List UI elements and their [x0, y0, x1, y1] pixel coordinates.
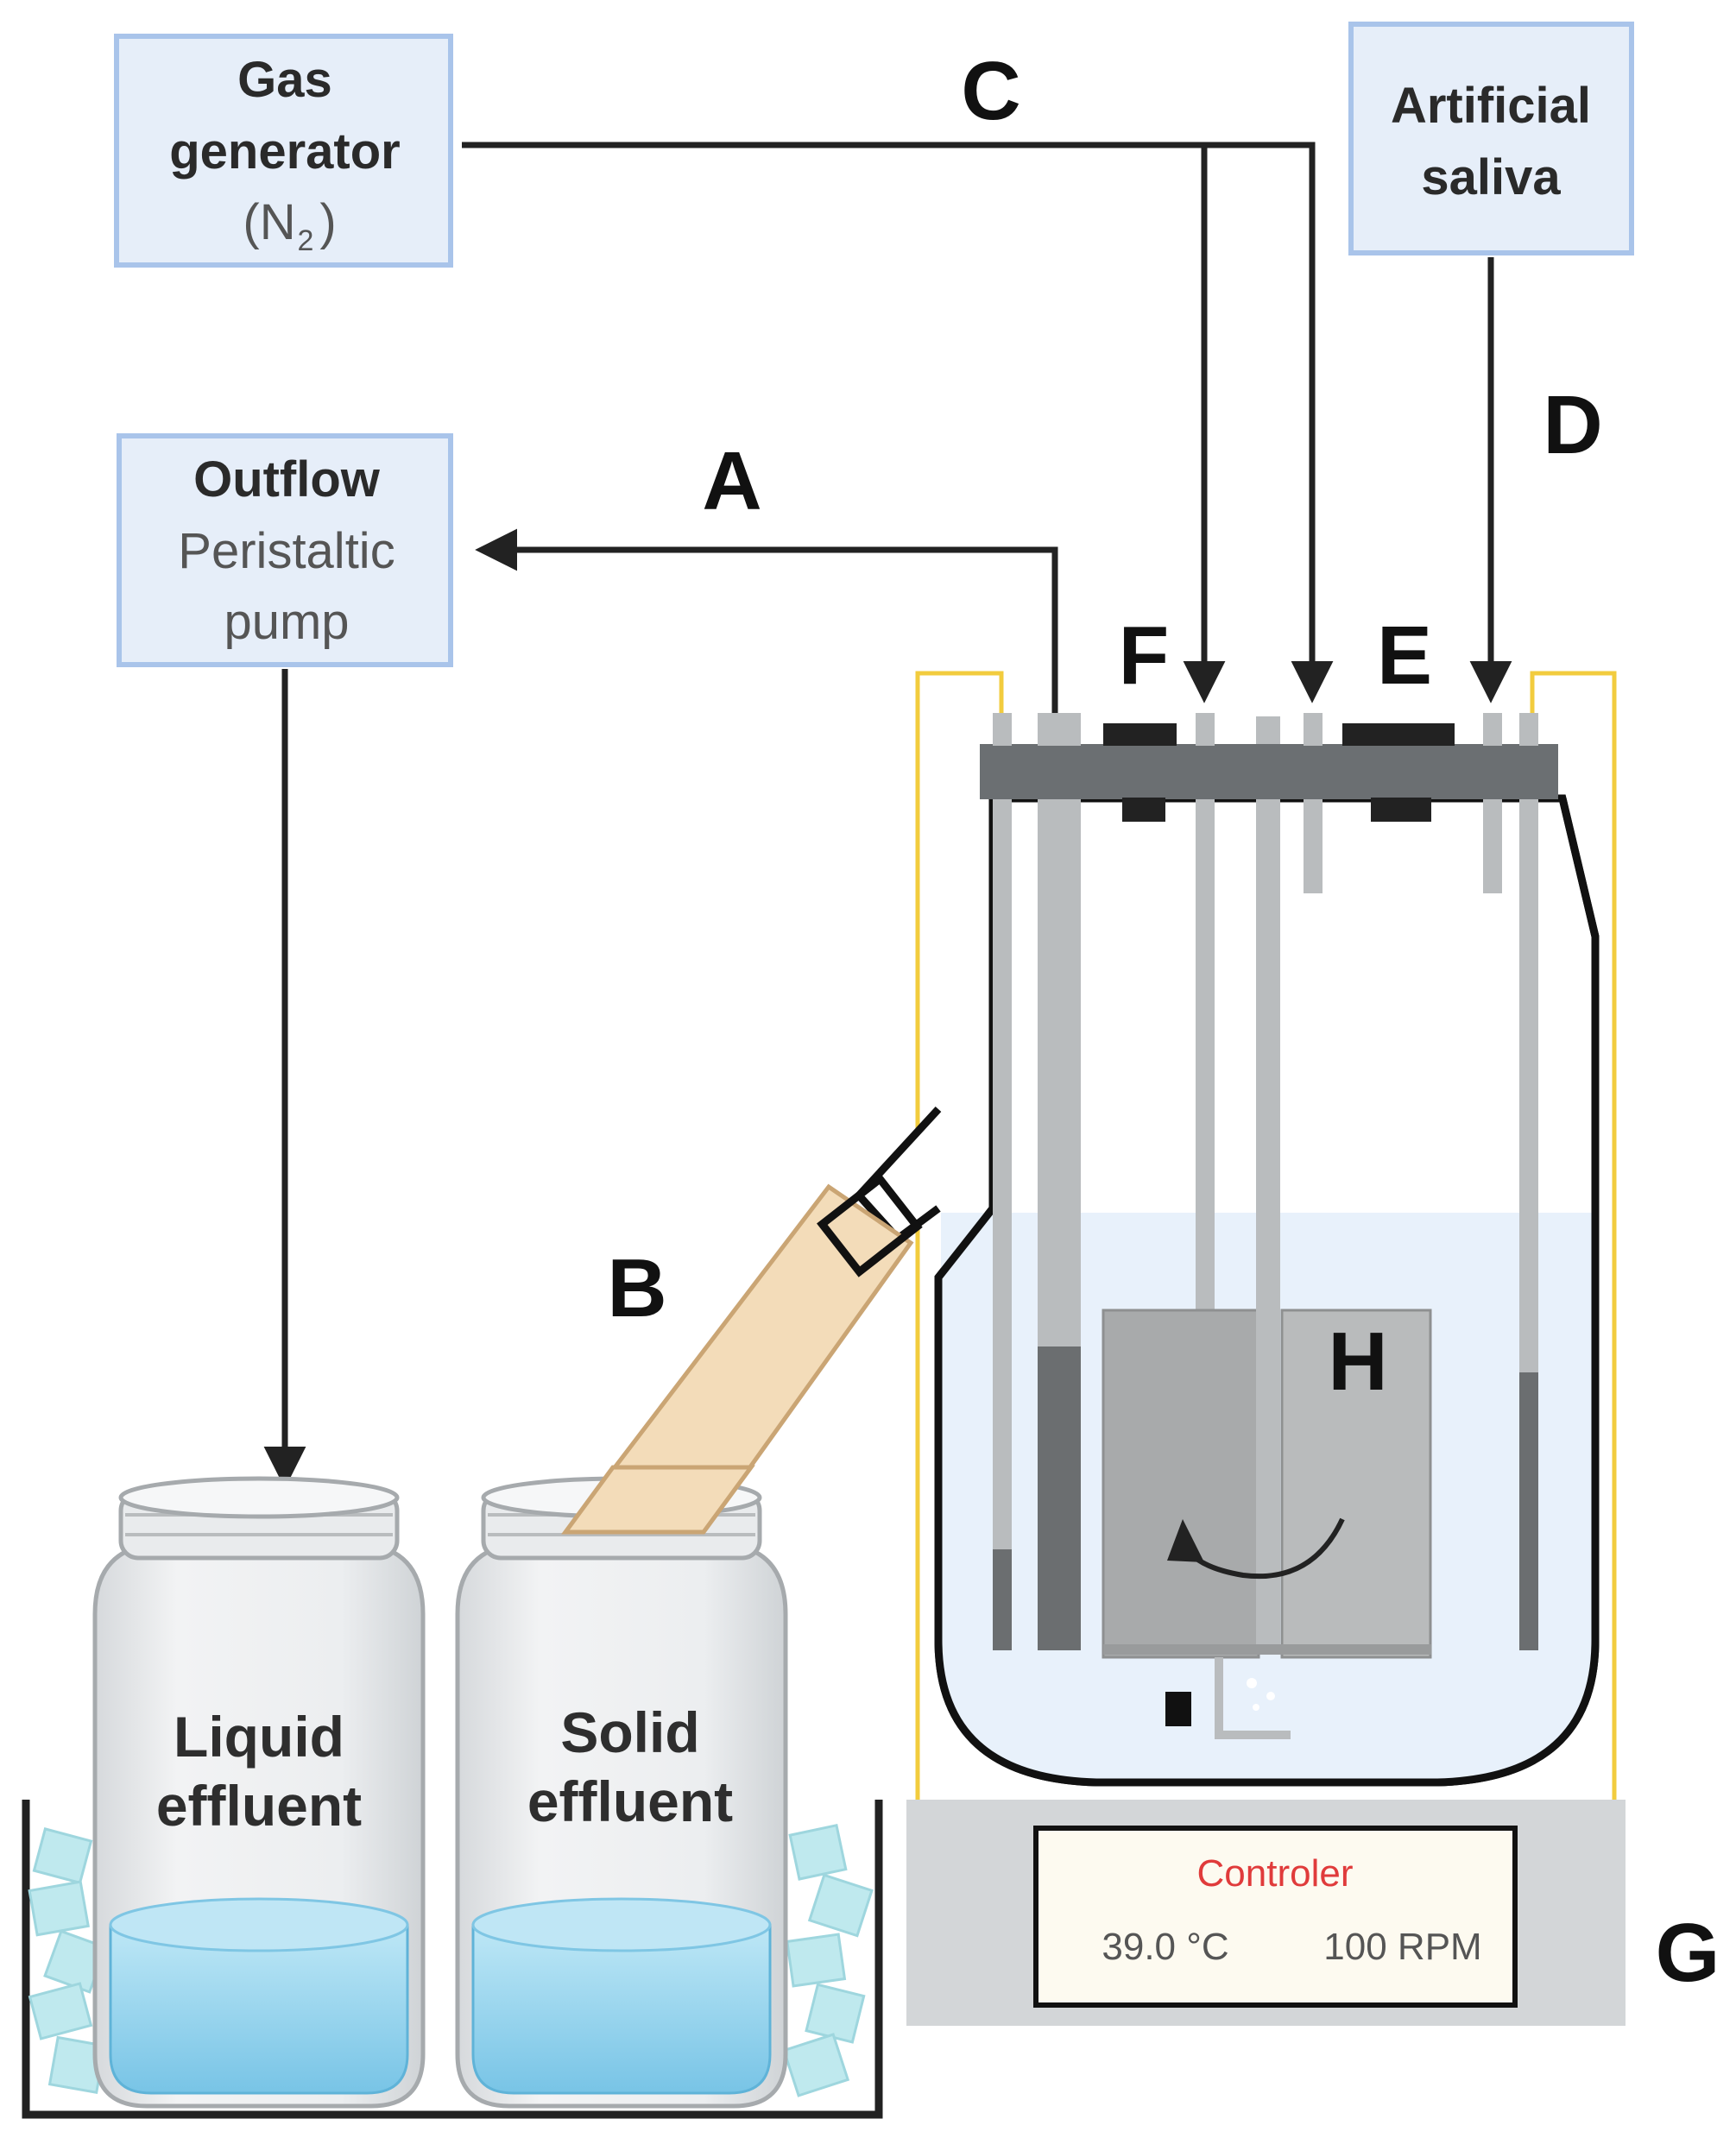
liquid-effluent-jar: Liquid effluent	[92, 1476, 426, 2109]
outflow-pump-box: Outflow Peristaltic pump	[117, 433, 453, 667]
label-e: E	[1377, 609, 1432, 702]
label-d: D	[1543, 379, 1602, 471]
heater-frame	[915, 671, 1617, 1800]
reactor-rods	[993, 716, 1538, 1650]
stirrer-paddle	[1102, 1303, 1432, 1659]
gas-generator-line1: Gas	[237, 52, 332, 108]
gas-generator-box: Gas generator (N 2 )	[114, 34, 453, 268]
label-f: F	[1119, 609, 1170, 702]
gas-generator-subscript: 2	[298, 224, 314, 257]
ice-bath	[22, 1800, 883, 2119]
artificial-saliva-box: Artificial saliva	[1348, 22, 1634, 255]
controller-speed: 100 RPM	[1323, 1926, 1481, 1968]
port-f-cap	[1103, 723, 1177, 746]
gas-generator-formula-end: )	[319, 194, 336, 250]
label-g: G	[1656, 1907, 1720, 1999]
outflow-pump-line2: Peristaltic	[178, 523, 395, 579]
liquid-effluent-line2: effluent	[156, 1774, 362, 1838]
label-c: C	[961, 45, 1020, 137]
solid-effluent-jar: Solid effluent	[455, 1476, 788, 2109]
label-a: A	[702, 435, 761, 527]
solid-effluent-line2: effluent	[527, 1769, 733, 1833]
gas-generator-line2: generator	[169, 123, 401, 180]
gas-sparger	[1165, 1657, 1291, 1739]
controller-base: Controler 39.0 °C 100 RPM	[906, 1800, 1626, 2026]
artificial-saliva-line1: Artificial	[1391, 78, 1591, 134]
outflow-line-a	[475, 528, 1058, 713]
chute-outlet	[561, 1465, 755, 1535]
outflow-pump-line1: Outflow	[193, 451, 381, 508]
port-e-cap	[1342, 723, 1455, 746]
artificial-saliva-line2: saliva	[1421, 149, 1561, 205]
liquid-effluent-line1: Liquid	[174, 1705, 344, 1769]
gas-generator-formula: (N	[243, 194, 295, 250]
vessel-lid	[980, 713, 1558, 822]
controller-temperature: 39.0 °C	[1102, 1926, 1228, 1968]
outflow-pump-line3: pump	[224, 594, 349, 650]
gas-lines-c	[462, 142, 1334, 703]
label-h: H	[1328, 1315, 1387, 1408]
solid-effluent-line1: Solid	[560, 1700, 699, 1764]
controller-title: Controler	[1197, 1852, 1354, 1895]
label-b: B	[607, 1242, 666, 1334]
